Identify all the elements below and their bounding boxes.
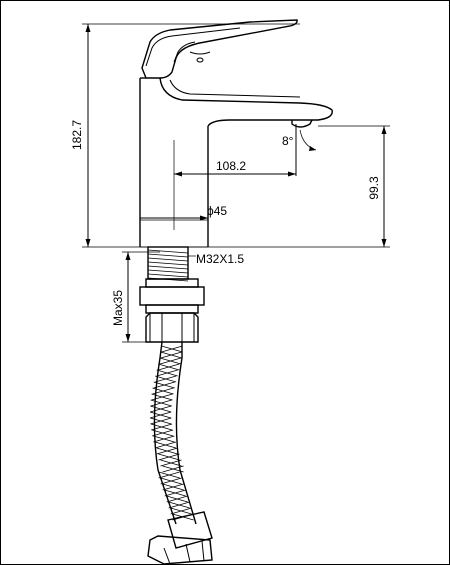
hose-end-fitting <box>147 511 213 565</box>
braid-strand <box>150 405 172 413</box>
braid-strand <box>158 453 180 461</box>
spout-reach-label: 108.2 <box>216 159 246 173</box>
braid-strand <box>151 393 173 401</box>
thread-line <box>147 273 189 278</box>
overall-height-label: 182.7 <box>70 120 84 150</box>
braid-strand <box>154 441 177 449</box>
threaded-shank: M32X1.5 <box>147 246 244 282</box>
braid-strand <box>170 507 192 515</box>
braid-strand <box>160 477 182 485</box>
braid-strand <box>168 501 190 509</box>
braid-strand <box>155 375 177 383</box>
thread-line <box>147 269 189 274</box>
braid-strand <box>151 423 173 431</box>
braid-strand <box>161 345 183 353</box>
braid-strand <box>162 465 184 473</box>
braid-strand <box>153 435 175 443</box>
braid-strand <box>150 417 172 425</box>
braid-strand <box>156 447 178 455</box>
braid-strand <box>149 411 172 419</box>
spout-reach-dimension: 108.2 <box>173 140 296 230</box>
braid-strand <box>156 369 178 377</box>
braid-strand <box>152 387 174 395</box>
body-diameter-dimension: ϕ45 <box>140 204 227 221</box>
thread-spec-label: M32X1.5 <box>196 252 244 266</box>
outlet-angle-dimension: 8° <box>282 129 317 151</box>
outlet-height-dimension: 99.3 <box>318 125 390 247</box>
thread-line <box>147 253 189 258</box>
braided-hose <box>149 341 197 525</box>
braid-strand <box>159 357 182 365</box>
overall-height-dimension: 182.7 <box>70 23 390 248</box>
body-diameter-label: ϕ45 <box>207 204 227 218</box>
thread-line <box>147 257 189 262</box>
mounting-nut <box>139 278 205 343</box>
braid-strand <box>160 351 182 359</box>
outlet-height-label: 99.3 <box>367 176 381 200</box>
braid-strand <box>150 399 172 407</box>
braid-strand <box>153 381 175 389</box>
braid-strand <box>158 471 180 479</box>
braid-strand <box>164 489 186 497</box>
braid-strand <box>162 483 184 491</box>
braid-strand <box>160 459 182 467</box>
max-deck-dimension: Max35 <box>111 251 160 343</box>
thread-line <box>147 265 189 270</box>
braid-strand <box>158 363 180 371</box>
max-deck-label: Max35 <box>111 290 125 326</box>
lever-handle <box>141 19 298 79</box>
braid-strand <box>152 429 174 437</box>
outlet-angle-label: 8° <box>282 134 294 148</box>
braid-strand <box>166 495 188 503</box>
thread-line <box>147 261 189 266</box>
thread-line <box>147 249 189 254</box>
spout <box>159 77 333 176</box>
